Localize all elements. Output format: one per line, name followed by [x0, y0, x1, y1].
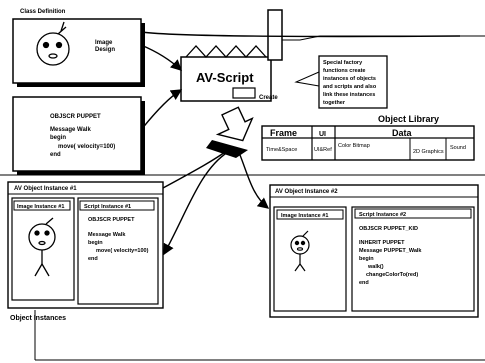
instance2-image-panel [274, 207, 346, 311]
factory-note-line: and scripts and also [323, 84, 377, 90]
instance1-script-line: OBJSCR PUPPET [88, 217, 135, 223]
factory-note-line: instances of objects [323, 76, 376, 82]
factory-note-line: link these instances [323, 92, 375, 98]
class-definition-box [13, 19, 141, 83]
class-script-line: begin [50, 135, 66, 141]
instance1-title: AV Object Instance #1 [14, 186, 77, 192]
instance2-script-line: INHERIT PUPPET [359, 240, 405, 246]
factory-create-label: Create [259, 95, 278, 101]
instance2-script-line: OBJSCR PUPPET_KID [359, 226, 418, 232]
instance2-script-line: begin [359, 256, 374, 262]
instance2-script-line: changeColorTo(red) [366, 272, 418, 278]
factory-building [181, 10, 282, 101]
library-cell-sound: Sound [450, 145, 466, 151]
instance1-script-line: begin [88, 240, 103, 246]
library-header-ui: UI [319, 131, 326, 138]
class-script-box [13, 97, 141, 171]
create-down-arrow-icon [206, 104, 259, 158]
factory-title: AV-Script [196, 70, 254, 85]
instance2-script-title: Script Instance #2 [359, 212, 406, 218]
instance1-script-title: Script Instance #1 [84, 204, 131, 210]
factory-note-line: functions create [323, 68, 365, 74]
factory-to-instance-arrows [163, 150, 268, 254]
library-cell-2d-graphics: 2D Graphics [413, 149, 444, 155]
class-script-line: end [50, 152, 61, 158]
image-design-label-1: Image [95, 40, 113, 46]
class-definition-label: Class Definition [20, 9, 66, 15]
class-script-line: Message Walk [50, 127, 91, 133]
image-design-label-2: Design [95, 47, 115, 53]
instance1-image-title: Image Instance #1 [17, 204, 64, 210]
library-header-data: Data [392, 128, 413, 138]
object-instances-label: Object Instances [10, 315, 66, 322]
factory-note-line: Special factory [323, 60, 363, 66]
object-library-title: Object Library [378, 114, 439, 124]
instance2-title: AV Object Instance #2 [275, 189, 338, 195]
instance2-script-line: end [359, 280, 369, 286]
instance1-script-line: move( velocity=100) [96, 248, 149, 254]
factory-note-line: together [323, 100, 346, 106]
instance2-script-line: walk() [367, 264, 384, 270]
instance2-image-title: Image Instance #1 [281, 213, 328, 219]
library-cell-color-bitmap-text: Color Bitmap [338, 143, 370, 149]
library-header-frame: Frame [270, 128, 297, 138]
instance1-script-line: Message Walk [88, 232, 126, 238]
library-cell-time-space: Time&Space [266, 147, 297, 153]
class-script-line: move( velocity=100) [58, 144, 115, 150]
library-cell-ui-ref: UI&Ref [314, 147, 332, 153]
class-script-line: OBJSCR PUPPET [50, 114, 101, 120]
instance2-script-line: Message PUPPET_Walk [359, 248, 422, 254]
instance1-script-line: end [88, 256, 98, 262]
factory-note-connector [296, 72, 319, 86]
library-cell-color-bitmap: Color Bitmap [338, 143, 370, 149]
